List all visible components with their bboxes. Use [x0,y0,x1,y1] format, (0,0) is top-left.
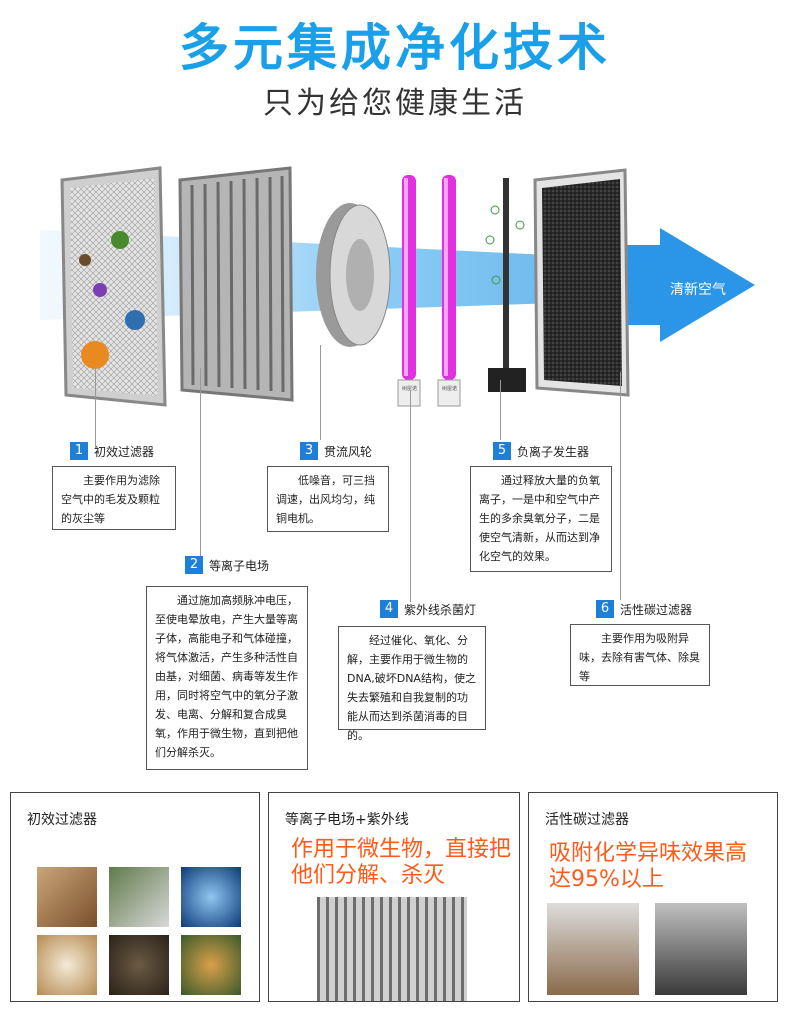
number-badge: 4 [380,600,398,618]
component-desc-fan: 低噪音，可三挡调速，出风均匀，纯铜电机。 [267,466,389,532]
panel-title: 初效过滤器 [27,812,97,828]
pet-hair-thumbnail [37,935,97,995]
anion-generator-icon [485,178,526,392]
dust-particles-thumbnail [109,935,169,995]
panel-title: 等离子电场+紫外线 [285,812,409,828]
panel-highlight: 作用于微生物，直接把他们分解、杀灭 [291,837,512,888]
leader-line [320,345,321,440]
panel-carbon-filter: 活性碳过滤器 吸附化学异味效果高达95%以上 [528,792,778,1002]
component-label-fan: 3 贯流风轮 [300,442,372,460]
plasma-grid-thumbnail [317,897,467,1001]
plasma-field-icon [178,166,294,402]
page-title: 多元集成净化技术 [179,19,611,77]
car-exhaust-thumbnail [655,903,747,995]
component-name: 等离子电场 [209,558,270,573]
component-label-uv-lamp: 4 紫外线杀菌灯 [380,600,476,618]
carbon-filter-icon [533,168,630,397]
lamp-brand-label: 树屋诺 [402,385,417,392]
component-label-carbon-filter: 6 活性碳过滤器 [596,600,692,618]
component-desc-primary-filter: 主要作用为滤除空气中的毛发及颗粒的灰尘等 [52,466,176,530]
primary-filter-icon [60,166,167,407]
leader-line [620,372,621,600]
uv-lamp-icon: 树屋诺 树屋诺 [397,175,461,407]
component-name: 负离子发生器 [517,444,590,459]
arrow-label: 清新空气 [670,281,726,297]
leader-line [500,380,501,440]
number-badge: 5 [493,442,511,460]
number-badge: 1 [70,442,88,460]
filter-stack-illustration: 清新空气 树屋诺 树屋诺 [40,166,755,407]
component-label-plasma-field: 2 等离子电场 [185,556,269,574]
component-name: 紫外线杀菌灯 [404,602,477,617]
component-label-anion-generator: 5 负离子发生器 [493,442,589,460]
number-badge: 2 [185,556,203,574]
panel-title: 活性碳过滤器 [545,812,629,828]
panel-primary-filter: 初效过滤器 [10,792,260,1002]
component-name: 活性碳过滤器 [620,602,693,617]
leader-line [200,368,201,558]
panel-plasma-uv: 等离子电场+紫外线 作用于微生物，直接把他们分解、杀灭 [268,792,520,1002]
number-badge: 3 [300,442,318,460]
panel-highlight: 吸附化学异味效果高达95%以上 [549,841,748,892]
chemical-barrels-thumbnail [547,903,639,995]
fresh-air-arrow: 清新空气 [600,228,755,342]
dust-mite-thumbnail [37,867,97,927]
component-desc-carbon-filter: 主要作用为吸附异味，去除有害气体、除臭等 [570,624,710,686]
pollen-thumbnail [181,935,241,995]
component-label-primary-filter: 1 初效过滤器 [70,442,154,460]
smoke-thumbnail [109,867,169,927]
number-badge: 6 [596,600,614,618]
component-desc-anion-generator: 通过释放大量的负氧离子，一是中和空气中产生的多余臭氧分子，二是使空气清新，从而达… [470,466,612,572]
component-desc-uv-lamp: 经过催化、氧化、分解，主要作用于微生物的DNA,破坏DNA结构，使之失去繁殖和自… [338,626,486,742]
leader-line [95,368,96,448]
lamp-brand-label: 树屋诺 [442,385,457,392]
component-name: 贯流风轮 [324,444,373,459]
cross-flow-fan-icon [316,203,391,347]
virus-thumbnail [181,867,241,927]
leader-line [410,390,411,602]
component-desc-plasma-field: 通过施加高频脉冲电压，至使电晕放电，产生大量等离子体，高能电子和气体碰撞，将气体… [146,586,308,770]
component-name: 初效过滤器 [94,444,155,459]
page-subtitle: 只为给您健康生活 [263,86,527,121]
